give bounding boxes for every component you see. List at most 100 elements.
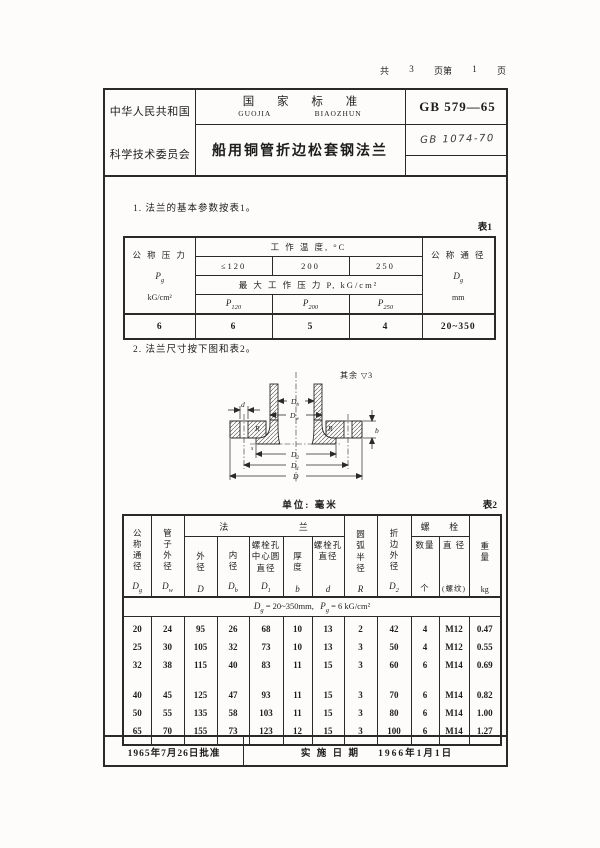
table-cell: 50 bbox=[122, 704, 152, 722]
t1-bore-unit: mm bbox=[452, 292, 465, 302]
table-cell: 11 bbox=[282, 704, 313, 722]
header-divider-right bbox=[405, 90, 406, 175]
table-cell: 6 bbox=[410, 704, 440, 722]
pagination-page-unit: 页 bbox=[496, 66, 506, 76]
radius-label-right: R bbox=[327, 424, 333, 433]
t2-range-note: Dg = 20~350mm, Pg = 6 kG/cm² bbox=[122, 596, 502, 617]
table-cell: 105 bbox=[183, 638, 218, 656]
table-cell: 30 bbox=[150, 638, 185, 656]
t1-data-p250: 4 bbox=[348, 313, 423, 340]
table-cell: 15 bbox=[311, 656, 345, 674]
t1-temp-1: ≤120 bbox=[194, 256, 273, 276]
t1-max-pressure-head: 最 大 工 作 压 力 P, kG/cm² bbox=[194, 275, 423, 295]
table-cell: 42 bbox=[376, 616, 412, 638]
table-cell: 3 bbox=[343, 674, 378, 704]
table-cell: 95 bbox=[183, 616, 218, 638]
implementation-date: 1966年1月1日 bbox=[378, 749, 454, 759]
pagination-page-number: 1 bbox=[472, 64, 477, 74]
dim-label-s: s bbox=[251, 446, 254, 452]
table-cell: M14 bbox=[438, 656, 470, 674]
table2-caption: 表2 bbox=[482, 501, 497, 511]
t1-psym-1: P120 bbox=[194, 294, 273, 315]
flange-diagram: Db Dw d R R b s bbox=[228, 370, 379, 482]
pagination-total-label: 共 bbox=[380, 66, 390, 76]
table-cell: 70 bbox=[376, 674, 412, 704]
table-cell: 58 bbox=[216, 704, 250, 722]
table2-unit-note: 单位: 毫米 bbox=[282, 501, 338, 511]
table-cell: 10 bbox=[282, 638, 313, 656]
table-cell: 32 bbox=[122, 656, 152, 674]
table-cell: 26 bbox=[216, 616, 250, 638]
table-cell: 73 bbox=[248, 638, 284, 656]
pagination: 共 3 页第 1 页 bbox=[380, 64, 506, 77]
t1-temp-2: 200 bbox=[271, 256, 350, 276]
table-cell: 80 bbox=[376, 704, 412, 722]
issuing-organization: 中华人民共和国 科学技术委员会 bbox=[105, 90, 195, 175]
surface-finish-note: 其余 ▽3 bbox=[340, 370, 373, 380]
table-cell: 0.47 bbox=[468, 616, 502, 638]
document-title: 船用铜管折边松套钢法兰 bbox=[212, 143, 388, 159]
table-cell: 93 bbox=[248, 674, 284, 704]
t1-pressure-unit: kG/cm² bbox=[147, 292, 172, 302]
table-cell: 3 bbox=[343, 638, 378, 656]
table2-caption-row: 单位: 毫米 表2 bbox=[123, 497, 497, 511]
table-cell: 125 bbox=[183, 674, 218, 704]
document-frame: 中华人民共和国 科学技术委员会 国 家 标 准 GUOJIA BIAOZHUN … bbox=[103, 88, 508, 767]
table-cell: 4 bbox=[410, 616, 440, 638]
pipe-wall-left bbox=[269, 383, 279, 422]
table-cell: 11 bbox=[282, 674, 313, 704]
clause-2: 2. 法兰尺寸按下图和表2。 bbox=[133, 345, 257, 355]
t2-range-row: Dg = 20~350mm, Pg = 6 kG/cm² bbox=[122, 596, 502, 617]
implementation-label: 实 施 日 期 bbox=[300, 749, 361, 759]
t1-data-dg: 20~350 bbox=[421, 313, 496, 340]
table-cell: 1.00 bbox=[468, 704, 502, 722]
dim-label-d-outer: D bbox=[292, 472, 299, 481]
t1-bore-sym: Dg bbox=[453, 270, 464, 284]
table-cell: 0.69 bbox=[468, 656, 502, 674]
footer-top-rule bbox=[105, 735, 506, 737]
table-cell: 1.27 bbox=[468, 722, 502, 745]
table-cell: 103 bbox=[248, 704, 284, 722]
handwritten-code: GB 1074-70 bbox=[420, 133, 495, 146]
table-cell: 6 bbox=[410, 656, 440, 674]
pagination-page-label: 页第 bbox=[433, 66, 452, 76]
t1-temp-3: 250 bbox=[348, 256, 423, 276]
footer-divider bbox=[243, 735, 244, 767]
t1-data-row: 6 6 5 4 20~350 bbox=[123, 313, 496, 340]
table-cell: 13 bbox=[311, 616, 345, 638]
table-cell: 115 bbox=[183, 656, 218, 674]
table-cell: M14 bbox=[438, 674, 470, 704]
org-country: 中华人民共和国 bbox=[109, 106, 191, 119]
table-cell: 68 bbox=[248, 616, 284, 638]
table-cell: M12 bbox=[438, 616, 470, 638]
table-cell: M12 bbox=[438, 638, 470, 656]
table-cell: 20 bbox=[122, 616, 152, 638]
dim-label-db: Db bbox=[290, 397, 299, 408]
table-cell: 83 bbox=[248, 656, 284, 674]
radius-label-left: R bbox=[254, 424, 260, 433]
table-cell: 24 bbox=[150, 616, 185, 638]
table-cell: 2 bbox=[343, 616, 378, 638]
table1-caption: 表1 bbox=[477, 223, 492, 233]
dim-label-b: b bbox=[375, 426, 379, 435]
t1-psym-2: P200 bbox=[271, 294, 350, 315]
approval-date: 1965年7月26日批准 bbox=[127, 749, 221, 759]
t2-group-bolt: 螺栓 bbox=[410, 514, 470, 537]
table-cell: 32 bbox=[216, 638, 250, 656]
table-cell: 11 bbox=[282, 656, 313, 674]
table-cell: 15 bbox=[311, 674, 345, 704]
t1-psym-3: P250 bbox=[348, 294, 423, 315]
table1-basic-parameters: 公 称 压 力 Pg kG/cm² 工 作 温 度, °C 公 称 通 径 Dg… bbox=[123, 236, 497, 340]
flange-left bbox=[229, 420, 267, 439]
header-mid-split bbox=[195, 124, 405, 125]
